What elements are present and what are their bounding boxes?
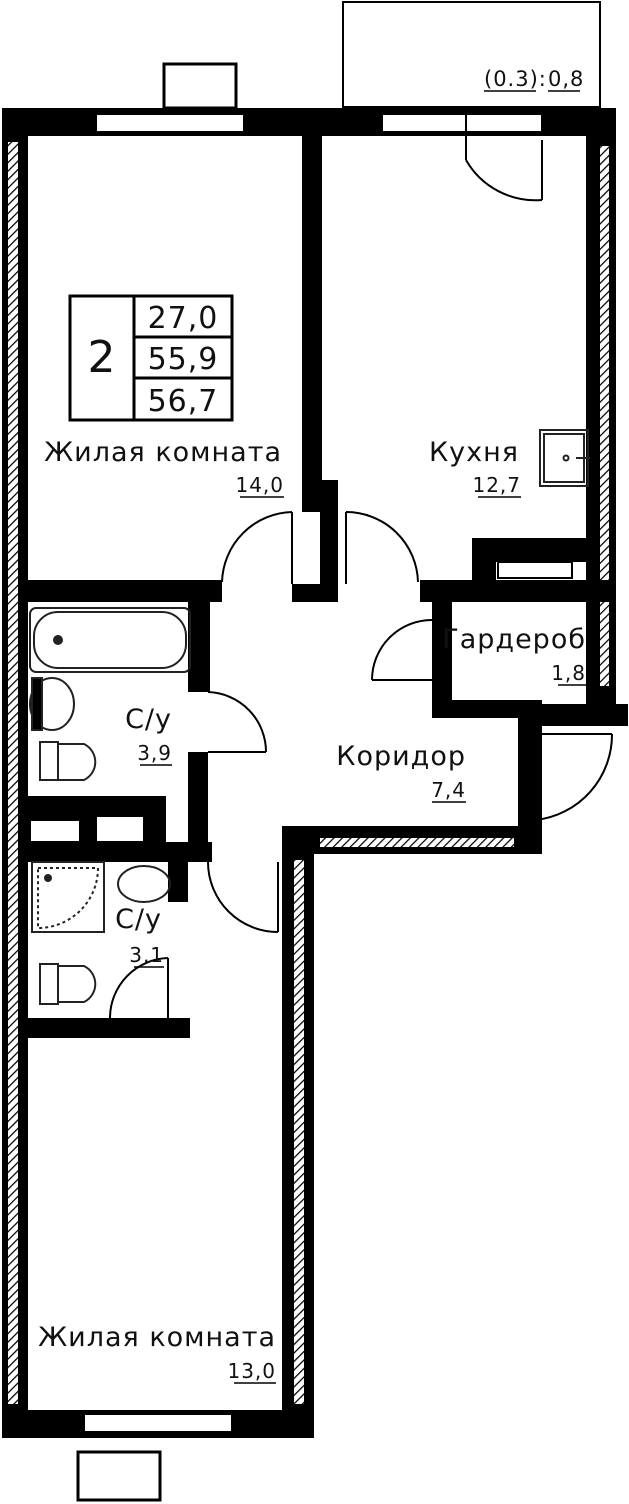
toilet-icon-2: [39, 963, 97, 1005]
wall-hatching: [8, 142, 609, 1404]
room-name-bathroom-2: С/у: [115, 904, 162, 935]
toilet-icon: [39, 741, 97, 781]
window-box-bottom: [76, 1450, 162, 1502]
room-name-living-1: Жилая комната: [44, 437, 282, 468]
room-labels: Жилая комната 14,0 Кухня 12,7 Гардероб 1…: [38, 437, 586, 1384]
interior-walls: [18, 136, 616, 1038]
doors: [109, 108, 614, 1019]
room-area-corridor: 7,4: [431, 778, 466, 802]
room-area-bathroom-1: 3,9: [137, 741, 172, 765]
room-name-living-2: Жилая комната: [38, 1322, 276, 1353]
total-area-value: 55,9: [148, 342, 219, 377]
room-area-bathroom-2: 3,1: [129, 943, 164, 967]
room-name-corridor: Коридор: [336, 741, 466, 772]
window-box-top: [162, 62, 238, 110]
room-area-kitchen: 12,7: [472, 473, 521, 497]
summary-badge: 2 27,0 55,9 56,7: [68, 294, 234, 422]
rooms-count: 2: [88, 332, 117, 383]
sink-icon: [29, 677, 75, 731]
room-name-bathroom-1: С/у: [125, 704, 172, 735]
balcony-top: [342, 1, 601, 108]
balcony-area: 0,8: [548, 67, 584, 91]
total-with-balcony-value: 56,7: [148, 384, 219, 419]
shower-icon: [31, 861, 105, 933]
room-area-living-2: 13,0: [227, 1359, 276, 1383]
room-name-wardrobe: Гардероб: [442, 624, 586, 655]
room-area-wardrobe: 1,8: [551, 661, 586, 685]
living-area-value: 27,0: [148, 301, 219, 336]
balcony-coefficient: (0.3):: [484, 67, 547, 91]
room-name-kitchen: Кухня: [429, 437, 519, 468]
fixtures: [29, 429, 590, 1005]
room-area-living-1: 14,0: [235, 473, 284, 497]
windows: [83, 113, 543, 1433]
bathtub-icon: [33, 611, 187, 669]
sink-icon-2: [117, 865, 171, 903]
niches: [29, 561, 573, 843]
